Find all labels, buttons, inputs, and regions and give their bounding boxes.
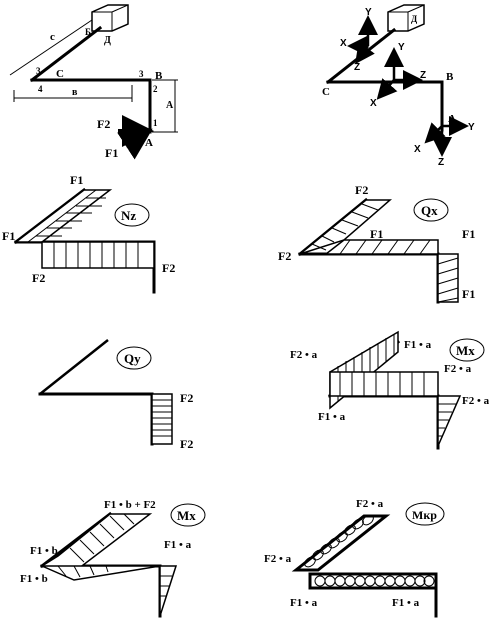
diagram-mkr: Mкр F2 • a F2 • a F1 • a F1 • a bbox=[264, 498, 445, 618]
qx-title: Qx bbox=[421, 203, 438, 218]
bar-cd bbox=[29, 25, 103, 83]
nz-label-bottom: F2 bbox=[32, 271, 45, 285]
my-label-right: F1 • a bbox=[164, 539, 192, 551]
nz-title: Nz bbox=[121, 208, 136, 223]
mkr-label-left: F2 • a bbox=[264, 553, 292, 565]
mkr-label-top: F2 • a bbox=[356, 498, 384, 510]
diagram-nz: Nz F1 F1 F2 F2 bbox=[2, 173, 175, 294]
force-f2-label: F2 bbox=[97, 117, 110, 131]
support-block-d bbox=[91, 4, 129, 32]
triad-a: Y Z X bbox=[414, 116, 475, 168]
axes-point-d: Д bbox=[411, 14, 418, 24]
mx-title: Mx bbox=[456, 343, 475, 358]
triad-d: Y X Z bbox=[340, 7, 378, 73]
point-b: B bbox=[155, 70, 163, 82]
svg-text:Y: Y bbox=[398, 42, 405, 53]
my-label-left1: F1 • b bbox=[30, 545, 58, 557]
mkr-label-bottom1: F1 • a bbox=[290, 597, 318, 609]
section-3-left: 3 bbox=[36, 66, 41, 76]
force-f1-arrow bbox=[117, 128, 153, 160]
axes-point-c: C bbox=[322, 86, 330, 98]
diagram-mx: Mx F1 • a F2 • a F2 • a F1 • a F2 • a bbox=[290, 330, 490, 450]
qx-label-left: F2 bbox=[278, 249, 291, 263]
mx-label-bottom: F1 • a bbox=[318, 411, 346, 423]
svg-text:Y: Y bbox=[468, 122, 475, 133]
svg-text:Z: Z bbox=[438, 157, 444, 168]
qx-label-mid: F1 bbox=[370, 227, 383, 241]
my-label-left2: F1 • b bbox=[20, 573, 48, 585]
frame-scheme: c в A 1 2 3 3 4 B C A Д Б F2 F1 bbox=[9, 4, 178, 160]
qx-label-right: F1 bbox=[462, 287, 475, 301]
diagram-qy: Qy F2 F2 bbox=[38, 339, 193, 451]
nz-label-right: F2 bbox=[162, 261, 175, 275]
qx-label-corner: F1 bbox=[462, 227, 475, 241]
point-d: Д bbox=[104, 35, 111, 46]
dim-label-a: A bbox=[166, 100, 174, 111]
qy-label-upper: F2 bbox=[180, 391, 193, 405]
mx-label-top: F1 • a bbox=[404, 339, 432, 351]
section-3-right: 3 bbox=[139, 69, 144, 79]
qy-title: Qy bbox=[124, 351, 141, 366]
svg-text:Z: Z bbox=[354, 62, 360, 73]
section-4: 4 bbox=[38, 84, 43, 94]
svg-text:Z: Z bbox=[420, 70, 426, 81]
point-a: A bbox=[145, 137, 153, 149]
diagram-my: Mx F1 • b + F2 F1 • b F1 • b F1 • a bbox=[20, 499, 206, 618]
mkr-coils-horizontal bbox=[314, 575, 435, 587]
qy-label-lower: F2 bbox=[180, 437, 193, 451]
mkr-coils-diagonal bbox=[304, 514, 374, 568]
nz-label-top: F1 bbox=[70, 173, 83, 187]
section-1: 1 bbox=[153, 118, 158, 128]
dim-label-c: c bbox=[50, 31, 55, 43]
qx-label-top: F2 bbox=[355, 183, 368, 197]
svg-text:X: X bbox=[370, 98, 377, 109]
dim-label-b: в bbox=[72, 87, 78, 98]
diagram-qx: Qx F2 F2 F1 F1 F1 bbox=[278, 183, 475, 304]
mx-label-right: F2 • a bbox=[462, 395, 490, 407]
dim-line-c bbox=[9, 19, 93, 76]
point-e: Б bbox=[85, 27, 91, 37]
svg-text:X: X bbox=[414, 144, 421, 155]
triad-cb: Y Z X bbox=[370, 42, 426, 109]
mx-label-mid: F2 • a bbox=[444, 363, 472, 375]
section-2: 2 bbox=[153, 84, 158, 94]
force-f1-label: F1 bbox=[105, 146, 118, 160]
mx-label-left: F2 • a bbox=[290, 349, 318, 361]
axes-point-a: A bbox=[448, 113, 456, 125]
mkr-label-bottom2: F1 • a bbox=[392, 597, 420, 609]
my-title: Mx bbox=[177, 508, 196, 523]
axes-scheme: Д C B A Y X Z Y Z X Y bbox=[322, 4, 475, 168]
mkr-title: Mкр bbox=[412, 508, 437, 522]
svg-text:X: X bbox=[340, 38, 347, 49]
svg-text:Y: Y bbox=[365, 7, 372, 18]
support-block-d2 bbox=[387, 4, 425, 32]
nz-label-left: F1 bbox=[2, 229, 15, 243]
point-c: C bbox=[56, 68, 64, 80]
axes-point-b: B bbox=[446, 71, 454, 83]
my-label-top: F1 • b + F2 bbox=[104, 499, 156, 511]
